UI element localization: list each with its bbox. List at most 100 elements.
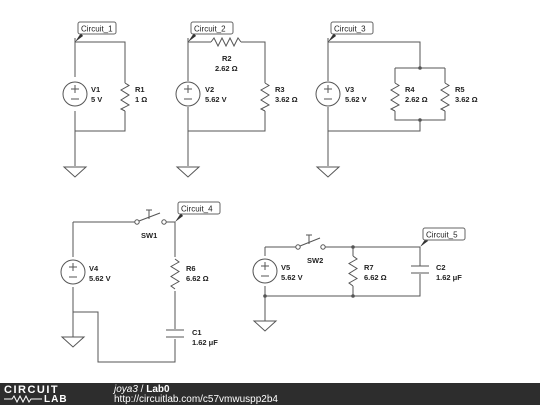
resistor-r6[interactable]: R6 6.62 Ω	[170, 258, 209, 290]
plus-sign	[71, 85, 79, 93]
switch-plunger	[306, 234, 312, 244]
footer-credit: joya3 / Lab0	[114, 384, 170, 395]
flag-box	[330, 21, 374, 35]
resistor-name: R3	[275, 85, 285, 94]
capacitor-plates	[166, 329, 184, 338]
source-body	[60, 259, 86, 285]
logo-text-top: CIRCUIT	[4, 384, 60, 396]
resistor-name: R5	[455, 85, 465, 94]
flag-pointer	[188, 33, 196, 42]
resistor-name: R6	[186, 264, 196, 273]
source-name: V5	[281, 263, 290, 272]
flag-pointer	[175, 213, 183, 222]
resistor-name: R4	[405, 85, 415, 94]
schematic-canvas[interactable]: Circuit_1 V1 5 V R1 1 Ω Circuit_2 R2 2.6…	[0, 0, 540, 383]
ground-symbol	[62, 166, 88, 178]
voltage-source-v5[interactable]: V5 5.62 V	[252, 258, 303, 284]
capacitor-c1[interactable]: C1 1.62 μF	[166, 328, 218, 347]
plus-sign	[69, 263, 77, 271]
author-link[interactable]: joya3	[114, 384, 138, 395]
circuit-5-wire	[264, 246, 421, 321]
resistor-zigzag	[259, 82, 271, 112]
source-name: V4	[89, 264, 99, 273]
circuit-3[interactable]: Circuit_3 V3 5.62 V R4 2.62 Ω R5 3.62 Ω	[315, 21, 478, 178]
resistor-r2[interactable]: R2 2.62 Ω	[210, 36, 242, 73]
resistor-name: R2	[222, 54, 232, 63]
source-value: 5.62 V	[345, 95, 367, 104]
source-name: V1	[91, 85, 100, 94]
source-name: V3	[345, 85, 354, 94]
source-body	[62, 81, 88, 107]
flag-circuit-4[interactable]: Circuit_4	[175, 201, 221, 222]
flag-pointer	[75, 33, 83, 42]
resistor-zigzag	[210, 36, 242, 48]
junction-dot	[351, 294, 355, 298]
flag-label: Circuit_5	[426, 231, 458, 240]
resistor-value: 1 Ω	[135, 95, 147, 104]
circuit-2[interactable]: Circuit_2 R2 2.62 Ω V2 5.62 V R3 3.62 Ω	[175, 21, 298, 178]
source-value: 5 V	[91, 95, 102, 104]
voltage-source-v4[interactable]: V4 5.62 V	[60, 259, 111, 285]
resistor-r5[interactable]: R5 3.62 Ω	[439, 82, 478, 112]
source-value: 5.62 V	[281, 273, 303, 282]
circuit-url[interactable]: http://circuitlab.com/c57vmwuspp2b4	[114, 394, 278, 405]
switch-sw1[interactable]: SW1	[134, 209, 167, 240]
flag-label: Circuit_3	[334, 25, 366, 34]
flag-label: Circuit_4	[181, 205, 213, 214]
switch-terminal	[295, 244, 301, 250]
footer-bar: CIRCUIT LAB joya3 / Lab0 http://circuitl…	[0, 383, 540, 405]
circuit-1[interactable]: Circuit_1 V1 5 V R1 1 Ω	[62, 21, 147, 178]
resistor-r1[interactable]: R1 1 Ω	[119, 82, 147, 112]
resistor-name: R7	[364, 263, 374, 272]
switch-sw2[interactable]: SW2	[295, 234, 326, 265]
resistor-name: R1	[135, 85, 145, 94]
circuit-1-wire	[74, 38, 126, 166]
flag-box	[190, 21, 234, 35]
flag-box	[422, 227, 466, 241]
flag-circuit-5[interactable]: Circuit_5	[420, 227, 466, 247]
resistor-value: 2.62 Ω	[405, 95, 428, 104]
source-name: V2	[205, 85, 214, 94]
resistor-r4[interactable]: R4 2.62 Ω	[389, 82, 428, 112]
flag-pointer	[328, 33, 336, 42]
ground-symbol	[60, 336, 86, 348]
resistor-value: 6.62 Ω	[364, 273, 387, 282]
voltage-source-v3[interactable]: V3 5.62 V	[315, 81, 367, 107]
resistor-zigzag	[348, 255, 358, 287]
flag-circuit-2[interactable]: Circuit_2	[188, 21, 234, 42]
resistor-zigzag	[439, 82, 451, 112]
circuit-5[interactable]: Circuit_5 SW2 V5 5.62 V R7 6.62 Ω C2 1.6…	[252, 227, 466, 332]
capacitor-value: 1.62 μF	[192, 338, 218, 347]
circuit-4-wire	[72, 221, 176, 363]
flag-label: Circuit_2	[194, 25, 226, 34]
circuit-title[interactable]: Lab0	[146, 384, 170, 395]
source-body	[315, 81, 341, 107]
flag-box	[177, 201, 221, 215]
resistor-zigzag	[119, 82, 131, 112]
ground-symbol	[252, 320, 278, 332]
resistor-r7[interactable]: R7 6.62 Ω	[348, 255, 387, 287]
logo-resistor-icon	[4, 395, 42, 403]
voltage-source-v2[interactable]: V2 5.62 V	[175, 81, 227, 107]
capacitor-name: C1	[192, 328, 202, 337]
switch-terminal	[161, 219, 167, 225]
voltage-source-v1[interactable]: V1 5 V	[62, 81, 102, 107]
source-body	[175, 81, 201, 107]
flag-circuit-3[interactable]: Circuit_3	[328, 21, 374, 42]
circuitlab-logo[interactable]: CIRCUIT LAB	[4, 383, 90, 405]
resistor-r3[interactable]: R3 3.62 Ω	[259, 82, 298, 112]
flag-circuit-1[interactable]: Circuit_1	[75, 21, 117, 42]
logo-text-bottom: LAB	[44, 394, 68, 405]
source-value: 5.62 V	[89, 274, 111, 283]
capacitor-plates	[411, 265, 429, 274]
resistor-value: 3.62 Ω	[275, 95, 298, 104]
resistor-value: 2.62 Ω	[215, 64, 238, 73]
switch-name: SW1	[141, 231, 157, 240]
resistor-value: 3.62 Ω	[455, 95, 478, 104]
source-value: 5.62 V	[205, 95, 227, 104]
capacitor-c2[interactable]: C2 1.62 μF	[411, 263, 462, 282]
credit-separator: /	[137, 384, 147, 395]
plus-sign	[184, 85, 192, 93]
circuit-4[interactable]: Circuit_4 SW1 V4 5.62 V R6 6.62 Ω C1 1.6…	[60, 201, 221, 363]
